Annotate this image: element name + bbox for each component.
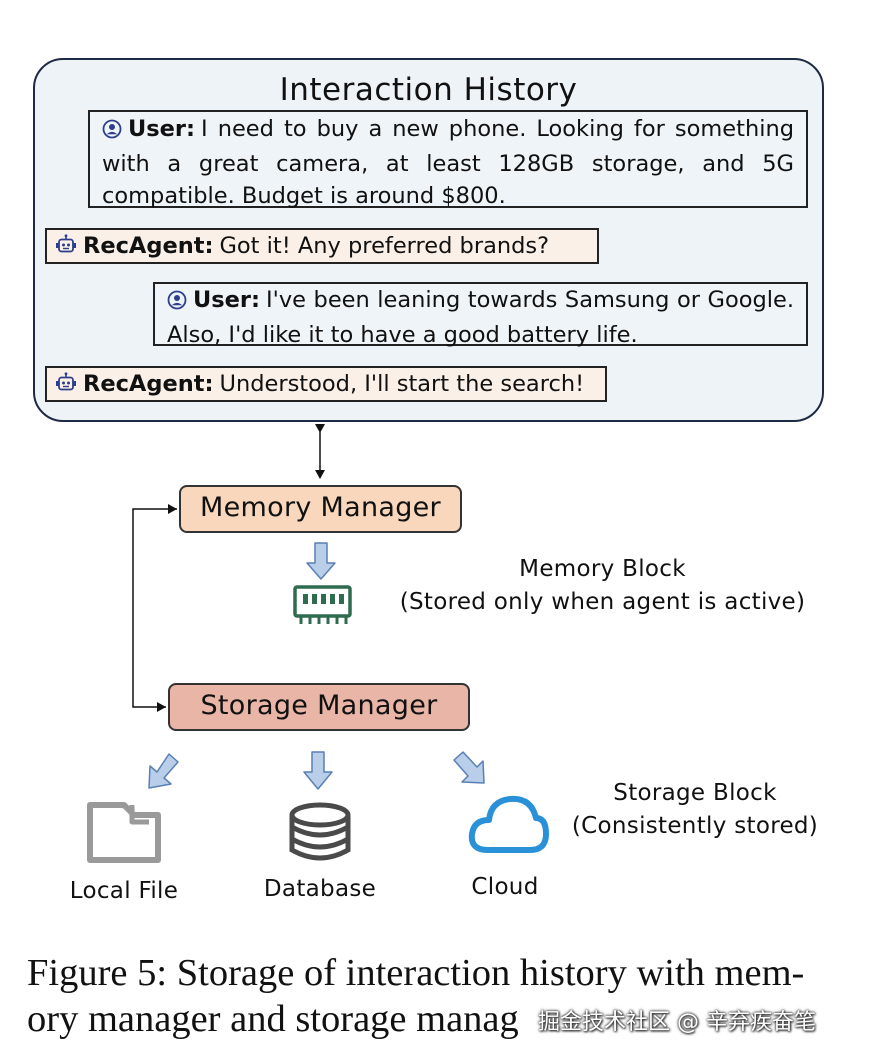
memory-down-arrow <box>306 542 336 580</box>
agent-speaker-label: RecAgent: <box>83 233 214 259</box>
memory-manager-box: Memory Manager <box>179 485 462 533</box>
cloud-label: Cloud <box>471 874 539 900</box>
storage-manager-box: Storage Manager <box>168 683 470 731</box>
figure-caption: Figure 5: Storage of interaction history… <box>27 950 857 1042</box>
watermark: 掘金技术社区 @ 辛弃疾奋笔 <box>538 1010 816 1035</box>
agent-message-2: RecAgent:Understood, I'll start the sear… <box>45 366 607 402</box>
figure-caption-line-2: ory manager and storage manag <box>27 998 519 1040</box>
manager-link-arrow-bottom <box>157 702 166 712</box>
storage-block-note: (Consistently stored) <box>571 813 819 839</box>
database-icon <box>289 802 351 861</box>
agent-message-1: RecAgent:Got it! Any preferred brands? <box>45 228 599 264</box>
memory-block-note: (Stored only when agent is active) <box>399 589 806 615</box>
memory-block-caption: Memory Block (Stored only when agent is … <box>380 553 825 619</box>
user-icon <box>102 116 122 148</box>
manager-link-arrow-top <box>168 504 177 514</box>
user-message-text: I need to buy a new phone. Looking for s… <box>102 116 794 209</box>
folder-icon <box>87 802 161 863</box>
history-title: Interaction History <box>279 72 578 108</box>
agent-speaker-label: RecAgent: <box>83 371 214 397</box>
agent-message-text: Understood, I'll start the search! <box>219 371 585 397</box>
user-speaker-label: User: <box>193 287 261 313</box>
user-icon <box>167 287 187 319</box>
local-file-label: Local File <box>69 878 179 904</box>
memory-block-title: Memory Block <box>519 556 686 582</box>
memory-chip-icon <box>293 585 352 624</box>
agent-message-text: Got it! Any preferred brands? <box>219 233 550 259</box>
robot-icon <box>55 371 77 403</box>
figure-caption-line-1: Figure 5: Storage of interaction history… <box>27 952 805 994</box>
cloud-icon <box>468 795 549 853</box>
user-message-2: User:I've been leaning towards Samsung o… <box>153 282 808 348</box>
cloud-arrow <box>453 751 485 784</box>
user-message-text: I've been leaning towards Samsung or Goo… <box>167 287 794 348</box>
storage-block-title: Storage Block <box>613 780 777 806</box>
robot-icon <box>55 233 77 265</box>
user-speaker-label: User: <box>128 116 196 142</box>
database-arrow <box>303 751 333 790</box>
user-message-1: User:I need to buy a new phone. Looking … <box>88 110 808 209</box>
database-label: Database <box>263 876 377 902</box>
local-file-arrow <box>148 753 179 789</box>
storage-block-caption: Storage Block (Consistently stored) <box>555 777 835 843</box>
manager-link-path <box>132 508 177 708</box>
